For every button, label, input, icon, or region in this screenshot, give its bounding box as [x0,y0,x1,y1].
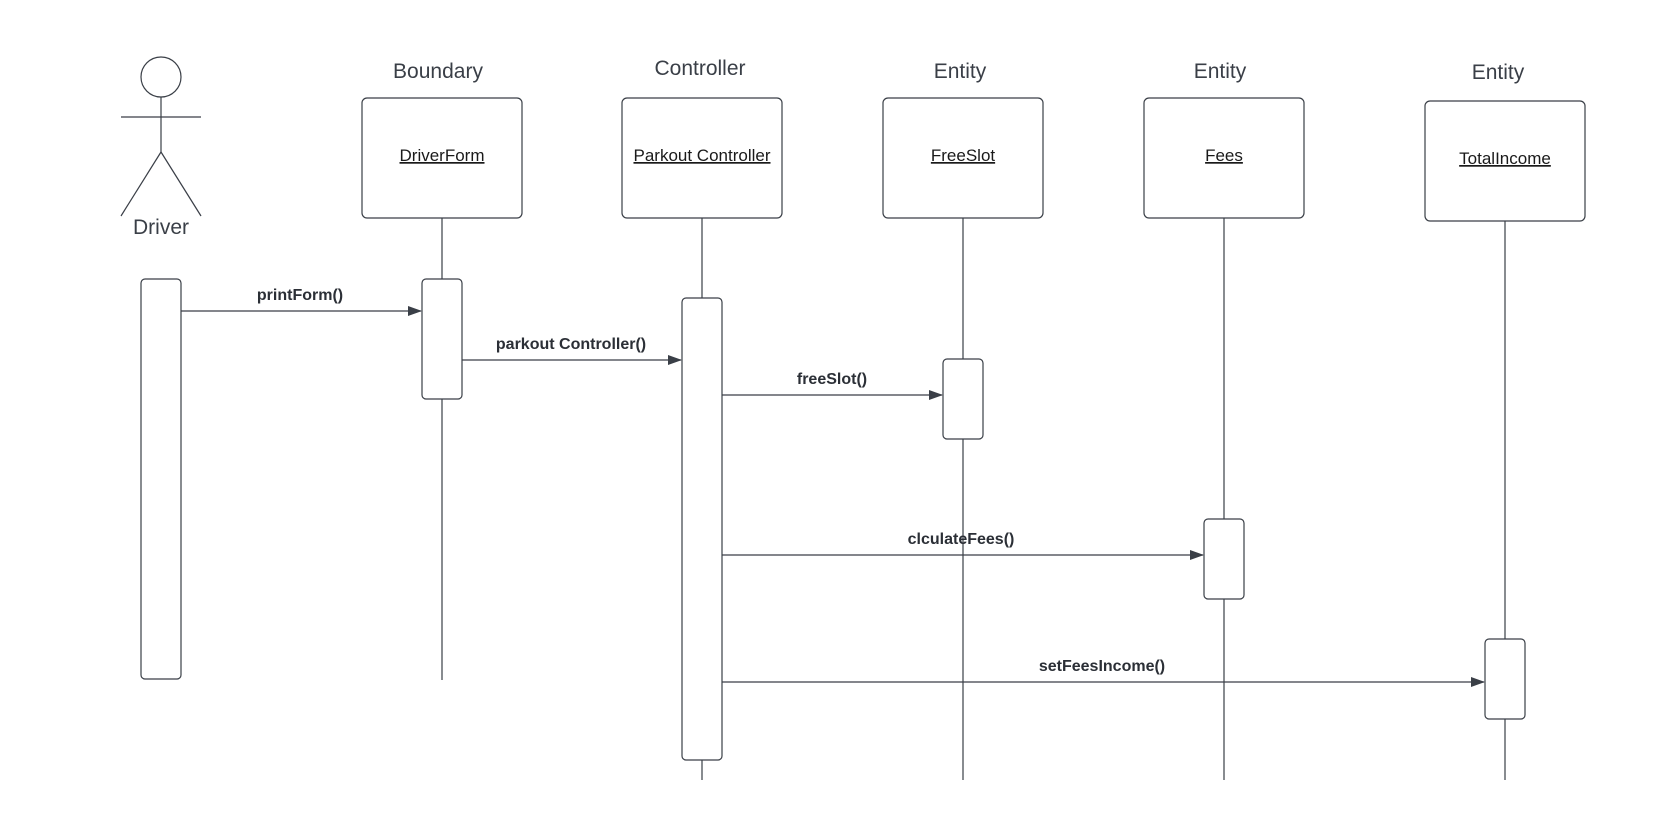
activation-totalincome [1484,638,1526,720]
object-name: Fees [1205,146,1243,165]
stereotype-label: Entity [934,60,987,83]
activation-driverform [421,278,463,400]
message-label: printForm() [257,287,343,304]
actor-head [140,56,182,98]
actor-driver: Driver [120,56,202,239]
activation-freeslot [942,358,984,440]
message-clculatefees: clculateFees() [722,531,1204,560]
message-label: clculateFees() [908,531,1015,548]
lifeline-controller: Controller Parkout Controller [621,57,783,780]
stereotype-label: Controller [654,57,745,80]
message-printform: printForm() [181,287,422,316]
lifeline-totalincome: Entity TotalIncome [1424,61,1586,780]
message-label: parkout Controller() [496,336,646,353]
message-label: freeSlot() [797,371,867,388]
actor-right-leg [160,151,202,217]
lifeline-freeslot: Entity FreeSlot [882,60,1044,780]
message-parkout-controller: parkout Controller() [462,336,682,365]
lifeline-fees: Entity Fees [1143,60,1305,780]
object-name: FreeSlot [931,146,996,165]
activation-controller [681,297,723,761]
activation-fees [1203,518,1245,600]
message-label: setFeesIncome() [1039,658,1165,675]
object-name: Parkout Controller [633,146,770,165]
object-name: TotalIncome [1459,149,1551,168]
message-setfeesincome: setFeesIncome() [722,658,1485,687]
actor-left-leg [120,151,162,217]
stereotype-label: Entity [1194,60,1247,83]
message-freeslot: freeSlot() [722,371,943,400]
stereotype-label: Entity [1472,61,1525,84]
stereotype-label: Boundary [393,60,483,83]
activation-driver [140,278,182,680]
lifeline-driverform: Boundary DriverForm [361,60,523,680]
actor-label: Driver [133,216,189,239]
object-name: DriverForm [400,146,485,165]
